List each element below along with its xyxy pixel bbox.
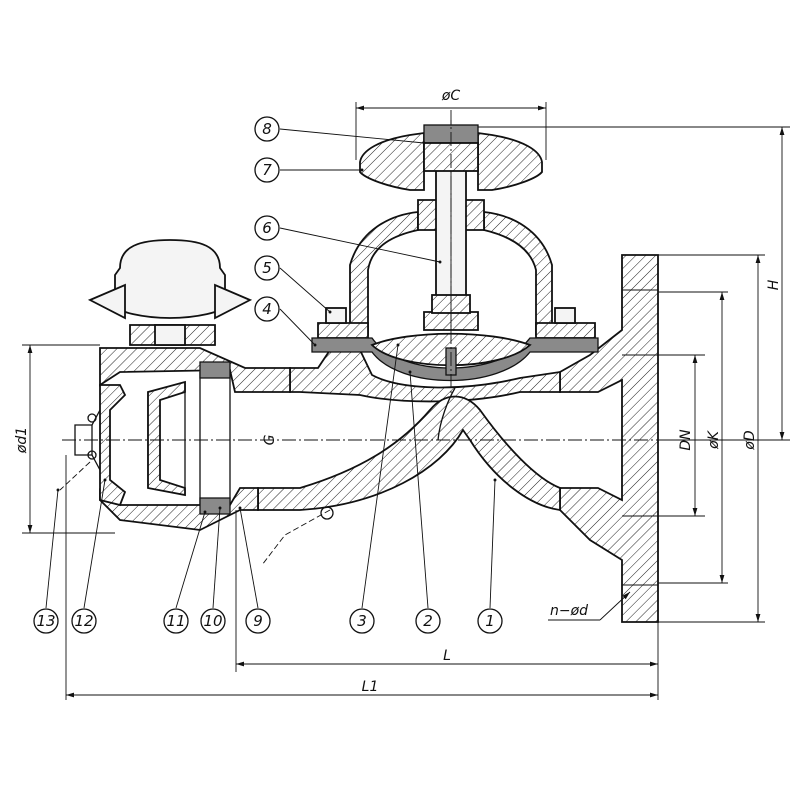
dim-n-phi-d: n−ød <box>550 603 588 619</box>
dim-dn: DN <box>678 429 694 451</box>
dimensions: øC H DN øK øD ød1 G L <box>14 88 790 700</box>
part-callouts: 8 7 6 5 4 13 12 11 10 9 3 2 1 <box>33 116 503 634</box>
svg-text:2: 2 <box>423 612 433 630</box>
balloon-5: 5 <box>254 255 280 281</box>
valve-body <box>99 347 561 531</box>
svg-text:7: 7 <box>262 161 272 179</box>
svg-text:8: 8 <box>262 120 272 138</box>
dim-phi-k: øK <box>706 429 722 450</box>
svg-text:10: 10 <box>203 612 222 630</box>
balloon-4: 4 <box>254 296 280 322</box>
dim-h: H <box>766 279 782 290</box>
bonnet <box>311 199 599 382</box>
svg-text:13: 13 <box>36 612 55 630</box>
balloon-12: 12 <box>71 608 97 634</box>
balloon-13: 13 <box>33 608 59 634</box>
svg-text:4: 4 <box>262 300 272 318</box>
balloon-3: 3 <box>349 608 375 634</box>
centerlines <box>62 110 675 441</box>
balloon-9: 9 <box>245 608 271 634</box>
svg-text:11: 11 <box>166 612 185 630</box>
dim-l: L <box>443 648 451 664</box>
balloon-6: 6 <box>254 215 280 241</box>
coupling-cap <box>59 239 334 566</box>
svg-text:12: 12 <box>74 612 93 630</box>
dim-l1: L1 <box>362 679 379 695</box>
dim-phi-c: øC <box>441 88 461 104</box>
svg-text:9: 9 <box>253 612 263 630</box>
balloon-11: 11 <box>163 608 189 634</box>
svg-text:6: 6 <box>262 219 272 237</box>
dim-phi-d-outer: øD <box>742 430 758 451</box>
balloon-1: 1 <box>477 608 503 634</box>
balloon-10: 10 <box>200 608 226 634</box>
balloon-2: 2 <box>415 608 441 634</box>
right-flange <box>559 254 659 623</box>
balloon-8: 8 <box>254 116 280 142</box>
svg-text:3: 3 <box>357 612 367 630</box>
dim-g: G <box>262 434 278 445</box>
svg-text:1: 1 <box>485 612 495 630</box>
svg-text:5: 5 <box>262 259 272 277</box>
dim-phi-d1: ød1 <box>14 427 30 454</box>
balloon-7: 7 <box>254 157 280 183</box>
